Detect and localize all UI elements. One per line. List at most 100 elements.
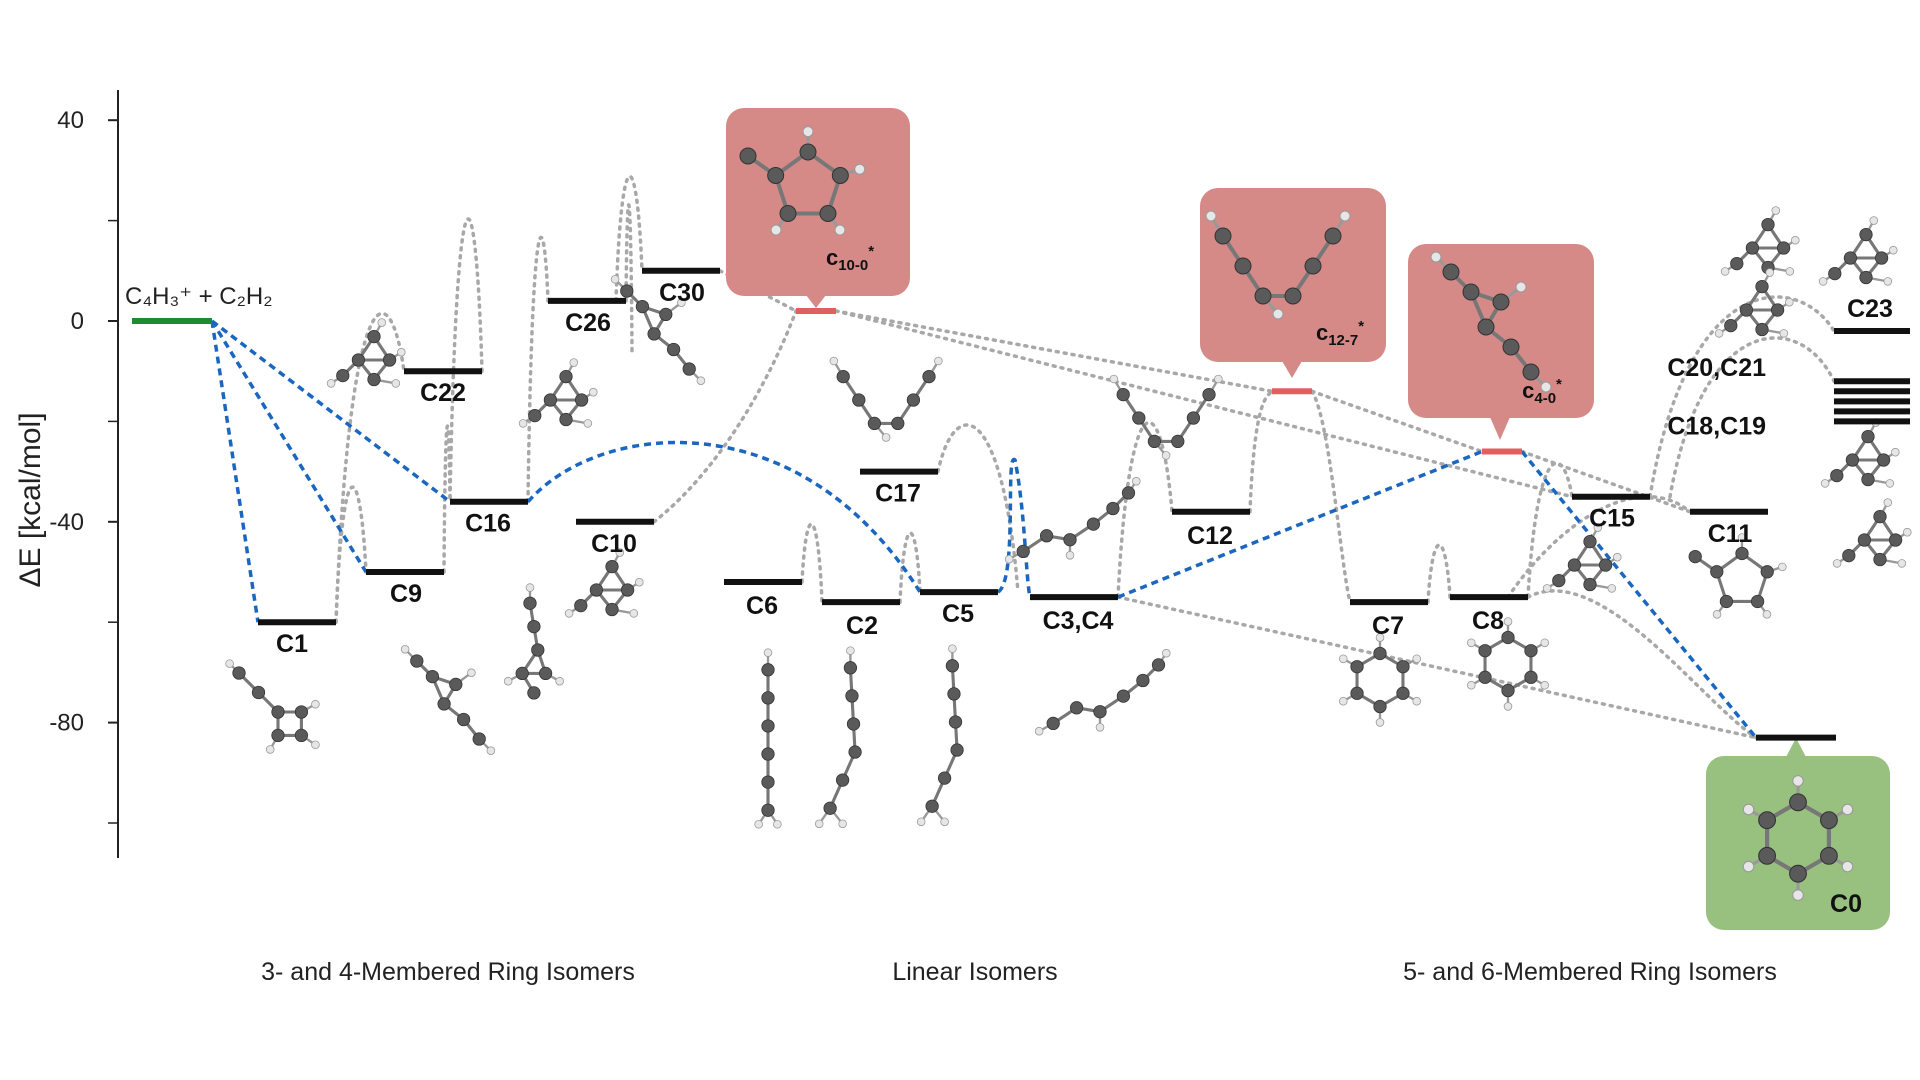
level-label-c0: C0 xyxy=(1830,890,1862,918)
molecule-ring3-top xyxy=(1820,418,1900,488)
blue-path-segment xyxy=(210,320,368,573)
transient-label-c12-7: c12-7* xyxy=(1316,318,1364,349)
blue-reaction-path xyxy=(210,319,1758,739)
molecule-ring3-top xyxy=(326,318,406,388)
molecule-chain-ring xyxy=(503,583,564,700)
y-axis: 40 0 -40 -80 xyxy=(49,90,119,858)
level-label-c6: C6 xyxy=(746,592,778,620)
level-label-c23: C23 xyxy=(1847,295,1893,323)
molecule-ring3-top xyxy=(1832,498,1912,568)
grey-path-segment xyxy=(1310,389,1352,604)
transient-label-c10-0: c10-0* xyxy=(826,243,874,274)
grey-path-segment xyxy=(624,203,634,354)
grey-reaction-paths xyxy=(334,174,1836,740)
reactant-label: C₄H₃⁺ + C₂H₂ xyxy=(125,283,273,310)
grey-path-segment xyxy=(334,485,368,624)
callout-c10-0: c10-0* xyxy=(726,108,910,308)
level-label-c2: C2 xyxy=(846,612,878,640)
molecule-ring3-top xyxy=(518,358,598,428)
section-label-large-rings: 5- and 6-Membered Ring Isomers xyxy=(1403,958,1777,986)
molecule-structures xyxy=(225,206,1912,829)
callout-c4-0: c4-0* xyxy=(1408,244,1594,440)
grey-path-segment xyxy=(936,423,1020,594)
level-label-c17: C17 xyxy=(875,480,921,508)
level-label-c15: C15 xyxy=(1589,505,1635,533)
grey-path-segment xyxy=(1520,449,1692,514)
molecule-ring5 xyxy=(739,126,866,236)
molecule-linear xyxy=(754,648,782,829)
molecule-chain-zig xyxy=(1034,648,1171,736)
molecule-ring3-top xyxy=(1720,206,1800,276)
level-label-c8: C8 xyxy=(1472,607,1504,635)
grey-path-segment xyxy=(800,522,824,604)
level-label-c20-c21: C20,C21 xyxy=(1667,354,1766,382)
section-labels: 3- and 4-Membered Ring Isomers Linear Is… xyxy=(261,958,1777,986)
section-label-linear: Linear Isomers xyxy=(892,958,1057,986)
callout-c12-7: c12-7* xyxy=(1200,188,1386,378)
molecule-ring4-chain xyxy=(225,659,320,754)
grey-path-segment xyxy=(334,311,406,624)
grey-path-segment xyxy=(526,235,550,504)
level-label-c16: C16 xyxy=(465,510,511,538)
structure-callouts: c10-0* c12-7* c4-0* C0 xyxy=(726,108,1890,930)
callout-c0: C0 xyxy=(1706,738,1890,930)
grey-path-segment xyxy=(1248,389,1274,514)
level-label-c18-c19: C18,C19 xyxy=(1667,412,1766,440)
molecule-chain-bent xyxy=(1109,374,1223,460)
y-tick-label: 0 xyxy=(71,308,84,335)
molecule-ring6 xyxy=(1338,633,1422,727)
molecule-chain-zig xyxy=(1004,476,1141,564)
level-label-c1: C1 xyxy=(276,630,308,658)
level-label-c3-c4: C3,C4 xyxy=(1043,607,1114,635)
level-label-c26: C26 xyxy=(565,309,611,337)
grey-path-segment xyxy=(614,174,644,303)
y-tick-label: -80 xyxy=(49,710,84,737)
grey-path-segment xyxy=(1310,389,1484,454)
molecule-ring5b xyxy=(1688,533,1787,619)
grey-path-segment xyxy=(1116,420,1174,599)
molecule-ring3-chain xyxy=(610,275,706,385)
y-axis-title: ΔE [kcal/mol] xyxy=(14,412,47,587)
y-tick-label: 40 xyxy=(57,107,84,134)
grey-path-segment xyxy=(898,531,922,604)
grey-path-segment xyxy=(1506,494,1692,599)
molecule-ring3-small xyxy=(1542,523,1622,593)
molecule-ring6 xyxy=(1466,617,1550,711)
molecule-ring3-small xyxy=(564,548,644,618)
blue-path-segment xyxy=(210,320,260,623)
grey-path-segment xyxy=(1668,336,1836,499)
blue-path-segment xyxy=(526,440,922,594)
grey-path-segment xyxy=(1526,461,1574,599)
molecule-linear-tilt xyxy=(814,646,862,829)
molecule-linear-tilt xyxy=(916,644,964,827)
grey-path-segment xyxy=(834,309,1274,394)
grey-path-segment xyxy=(1526,589,1758,740)
grey-path-segment xyxy=(1116,595,1758,740)
grey-path-segment xyxy=(448,217,484,504)
level-label-c12: C12 xyxy=(1187,522,1233,550)
molecule-chain-bent xyxy=(1205,210,1351,320)
y-tick-label: -40 xyxy=(49,509,84,536)
level-label-c9: C9 xyxy=(390,580,422,608)
level-label-c22: C22 xyxy=(420,379,466,407)
section-label-small-rings: 3- and 4-Membered Ring Isomers xyxy=(261,958,635,986)
molecule-ring3-chain2 xyxy=(400,645,496,755)
molecule-ring3-top xyxy=(1714,268,1794,338)
molecule-ring3-top xyxy=(1818,216,1898,286)
grey-path-segment xyxy=(1426,543,1452,604)
level-label-c30: C30 xyxy=(659,279,705,307)
level-label-c7: C7 xyxy=(1372,612,1404,640)
molecule-ring6 xyxy=(1742,775,1854,901)
transient-label-c4-0: c4-0* xyxy=(1522,376,1562,407)
grey-path-segment xyxy=(652,309,798,524)
blue-path-segment xyxy=(1117,449,1483,599)
molecule-chain-bent xyxy=(829,356,943,442)
blue-path-segment xyxy=(996,458,1032,598)
blue-path-segment xyxy=(1520,450,1758,739)
level-label-c10: C10 xyxy=(591,530,637,558)
reactant-level: C₄H₃⁺ + C₂H₂ xyxy=(125,283,273,324)
molecule-ring3-chain xyxy=(1430,251,1552,393)
level-label-c5: C5 xyxy=(942,600,974,628)
